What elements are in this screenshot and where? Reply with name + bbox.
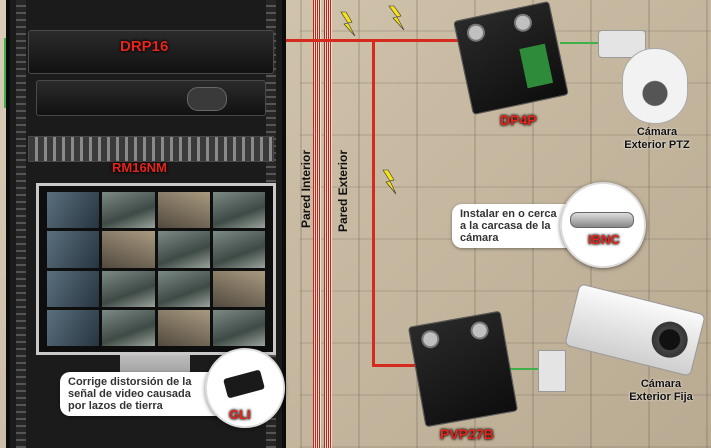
terminal-block-icon	[519, 43, 554, 89]
camera-lens-icon	[647, 317, 692, 362]
fixed-camera-label: Cámara Exterior Fija	[629, 378, 693, 403]
camera-feed	[212, 231, 265, 268]
power-wire-bottom	[372, 364, 424, 367]
pvp27b-device	[407, 310, 519, 428]
camera-feed	[102, 192, 155, 229]
ibnc-label: IBNC	[588, 232, 620, 247]
bnc-connector-icon	[469, 320, 490, 341]
rm16nm-device	[28, 136, 274, 162]
camera-feed	[157, 231, 210, 268]
drp16-label: DRP16	[120, 38, 169, 55]
dp4p-device	[453, 0, 569, 116]
drp16-device	[28, 30, 274, 74]
bnc-connector-icon	[465, 22, 487, 44]
gli-note: Corrige distorsión de la señal de video …	[60, 372, 226, 416]
camera-feed	[102, 231, 155, 268]
dp4p-label: DP4P	[500, 112, 537, 128]
camera-feed	[47, 192, 100, 229]
ibnc-note: Instalar en o cerca a la carcasa de la c…	[452, 204, 578, 248]
camera-feed	[47, 270, 100, 307]
camera-feed	[157, 309, 210, 346]
camera-feed-grid	[47, 192, 265, 346]
ptz-camera	[622, 48, 688, 124]
video-wire-rack-left	[4, 38, 7, 108]
camera-feed	[212, 309, 265, 346]
dvr-device	[36, 80, 266, 116]
surveillance-monitor	[36, 183, 276, 355]
ptz-camera-label: Cámara Exterior PTZ	[624, 126, 690, 151]
rm16nm-label: RM16NM	[112, 160, 167, 175]
pvp27b-label: PVP27B	[440, 426, 494, 442]
camera-feed	[157, 270, 210, 307]
exterior-wall	[324, 0, 332, 448]
camera-feed	[102, 270, 155, 307]
power-wire-top	[284, 39, 470, 42]
gli-label: GLI	[229, 407, 251, 422]
lightning-icon	[340, 11, 356, 37]
dvr-control-pad-icon	[187, 87, 227, 111]
camera-feed	[47, 309, 100, 346]
fixed-camera-mount	[538, 350, 566, 392]
power-wire-drop	[372, 41, 375, 366]
camera-feed	[47, 231, 100, 268]
lightning-icon	[382, 169, 397, 195]
ibnc-cable-icon	[570, 212, 634, 228]
interior-wall	[313, 0, 321, 448]
video-wire-fixed	[505, 368, 545, 370]
bnc-connector-icon	[512, 12, 534, 34]
gli-device-circle	[205, 348, 285, 428]
camera-feed	[157, 192, 210, 229]
camera-feed	[212, 270, 265, 307]
ibnc-device-circle	[560, 182, 646, 268]
video-wire-ptz	[560, 42, 600, 44]
bnc-connector-icon	[419, 328, 441, 350]
gli-device-icon	[223, 369, 265, 399]
lightning-icon	[388, 5, 405, 31]
camera-feed	[212, 192, 265, 229]
camera-feed	[102, 309, 155, 346]
